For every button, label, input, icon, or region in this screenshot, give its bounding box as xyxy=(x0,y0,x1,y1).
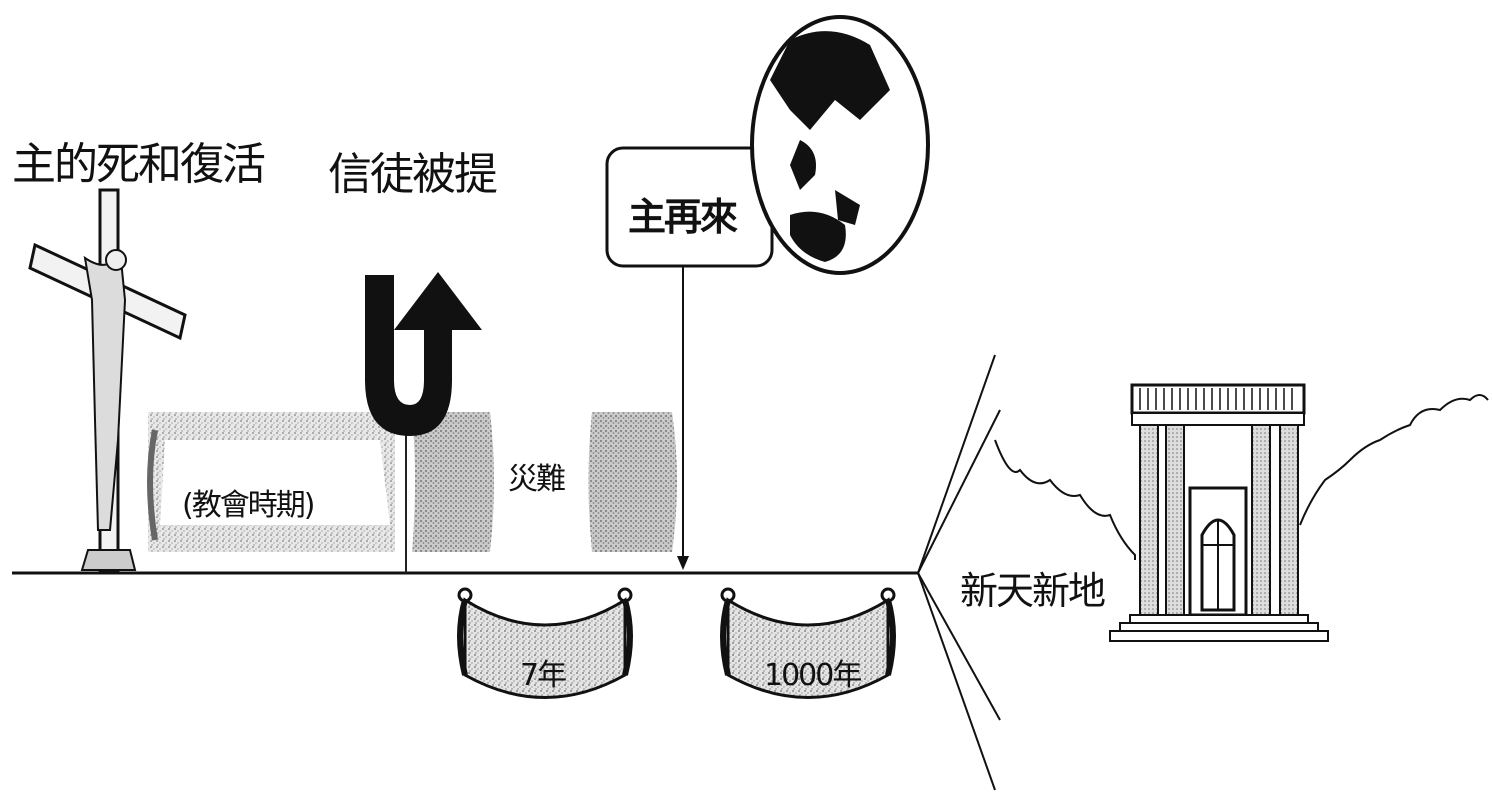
rapture-label: 信徒被提 xyxy=(328,149,498,200)
new-heaven-earth-label: 新天新地 xyxy=(960,569,1106,613)
tribulation-label: 災難 xyxy=(508,462,566,497)
death-resurrection-label: 主的死和復活 xyxy=(12,139,266,190)
seven-years-scroll-icon xyxy=(457,587,633,699)
second-coming-label: 主再來 xyxy=(628,195,738,239)
temple-icon xyxy=(1109,383,1329,642)
seven-years-label: 7年 xyxy=(520,658,567,693)
thousand-years-scroll-icon xyxy=(720,587,896,699)
cloud-line-right xyxy=(1299,394,1489,526)
rapture-arrow-icon xyxy=(365,272,482,436)
church-age-label: (教會時期) xyxy=(182,488,315,523)
cloud-line xyxy=(994,439,1136,560)
cross-icon xyxy=(28,188,187,572)
church-age-band xyxy=(147,412,395,552)
perspective-lines xyxy=(917,354,1001,791)
globe-icon xyxy=(750,15,930,275)
thousand-years-label: 1000年 xyxy=(764,658,862,693)
tribulation-band xyxy=(412,412,677,552)
